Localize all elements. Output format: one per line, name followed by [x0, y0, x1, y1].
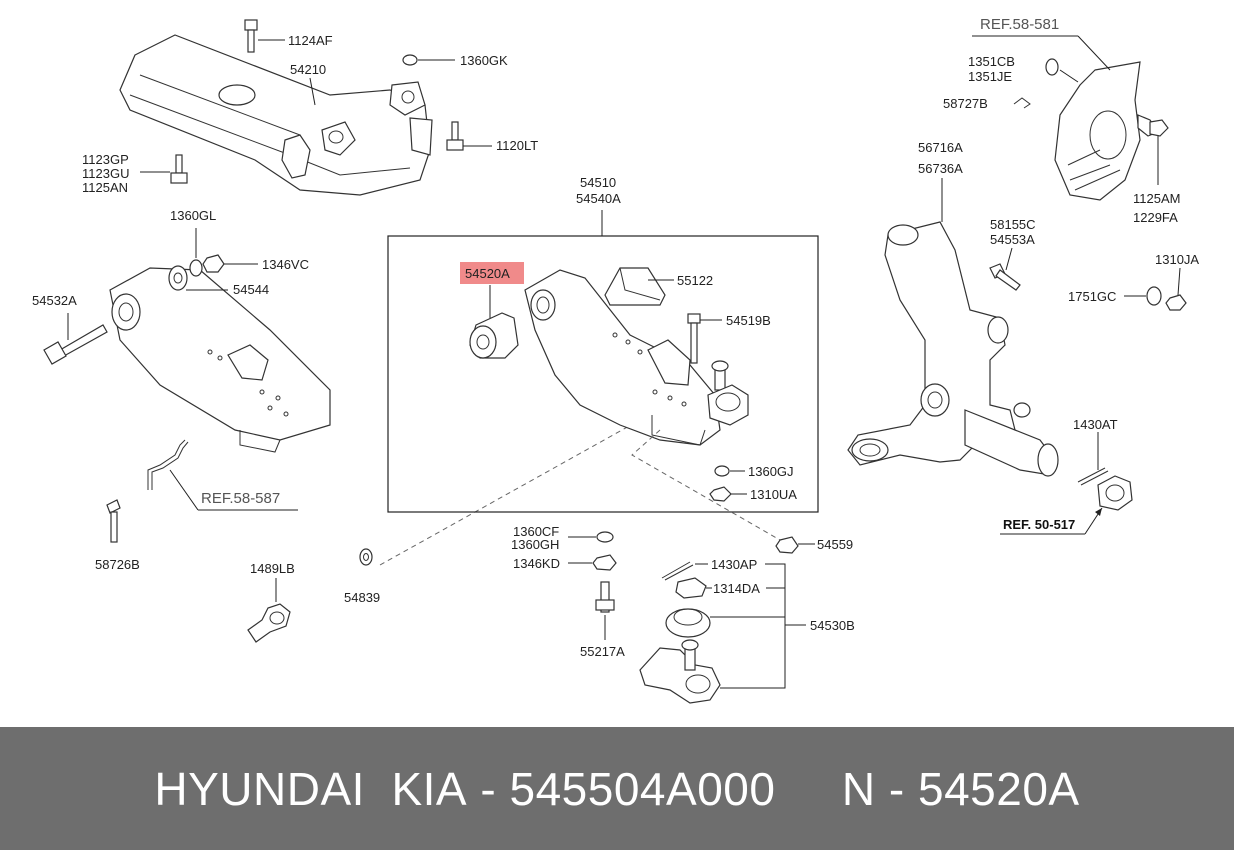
label-54510: 54510	[580, 175, 616, 190]
label-1125AN: 1125AN	[82, 180, 128, 195]
label-1346KD: 1346KD	[513, 556, 560, 571]
castle-nut-50517	[1000, 475, 1133, 535]
label-54553A: 54553A	[990, 232, 1035, 247]
label-1124AF: 1124AF	[288, 33, 333, 48]
footer-part-number: 545504A000	[509, 762, 776, 815]
label-1360GL: 1360GL	[170, 208, 216, 223]
bolt-1124AF	[244, 19, 285, 53]
bumper-55122	[604, 267, 674, 306]
label-55122: 55122	[677, 273, 713, 288]
cotter-pin-1430AP	[661, 561, 708, 581]
label-ref-50-517: REF. 50-517	[1003, 517, 1075, 532]
washer-1360CF	[568, 531, 614, 543]
label-54520A: 54520A	[465, 266, 510, 281]
clip-1489LB	[247, 578, 291, 643]
label-1430AT: 1430AT	[1073, 417, 1118, 432]
footer-separator-2: -	[875, 762, 918, 815]
bushing-54520A	[469, 285, 519, 359]
label-54559: 54559	[817, 537, 853, 552]
footer-bar: HYUNDAI KIA - 545504A000 N - 54520A	[0, 727, 1234, 850]
bolt-1123GP	[140, 154, 188, 184]
label-1751GC: 1751GC	[1068, 289, 1116, 304]
bolt-54519B	[687, 313, 722, 364]
crossmember-54210	[119, 34, 433, 196]
label-54839: 54839	[344, 590, 380, 605]
label-54540A: 54540A	[576, 191, 621, 206]
label-1120LT: 1120LT	[496, 138, 538, 153]
washer-1360GK	[402, 54, 455, 66]
label-1360GK: 1360GK	[460, 53, 508, 68]
washer-54544	[168, 265, 228, 291]
ball-joint-lower	[639, 639, 721, 704]
label-1351CB: 1351CB	[968, 54, 1015, 69]
label-54210: 54210	[290, 62, 326, 77]
nut-1346VC	[202, 254, 258, 273]
label-1346VC: 1346VC	[262, 257, 309, 272]
ball-joint-upper	[707, 360, 749, 426]
label-1310JA: 1310JA	[1155, 252, 1199, 267]
footer-ref-prefix: N	[841, 762, 876, 815]
lower-arm-left	[109, 267, 331, 453]
label-ref-58-581: REF.58-581	[980, 16, 1059, 33]
label-54530B: 54530B	[810, 618, 855, 633]
bolt-58155C	[989, 247, 1021, 291]
label-1123GP: 1123GP	[82, 152, 129, 167]
washer-1360GL	[189, 228, 203, 277]
bolt-54532A	[43, 313, 108, 365]
nut-1346KD	[568, 554, 617, 571]
label-ref-58-587: REF.58-587	[201, 490, 280, 507]
washer-54839	[359, 548, 373, 566]
nut-54559	[775, 536, 815, 554]
highlight-54520A	[460, 262, 524, 284]
bolt-1125AM	[1137, 114, 1169, 185]
label-1351JE: 1351JE	[968, 69, 1012, 84]
label-1229FA: 1229FA	[1133, 210, 1178, 225]
footer-separator: -	[467, 762, 510, 815]
label-55217A: 55217A	[580, 644, 625, 659]
label-54532A: 54532A	[32, 293, 77, 308]
footer-ref-code: 54520A	[917, 762, 1080, 815]
label-1430AP: 1430AP	[711, 557, 757, 572]
dust-shield-58581	[972, 35, 1141, 201]
label-58726B: 58726B	[95, 557, 140, 572]
lower-arm-54540A	[524, 269, 721, 446]
washer-1351CB	[1045, 58, 1079, 83]
assembly-box	[387, 235, 819, 513]
label-1489LB: 1489LB	[250, 561, 295, 576]
nut-1310UA	[709, 486, 747, 502]
label-1310UA: 1310UA	[750, 487, 797, 502]
clip-58727B	[1013, 97, 1031, 109]
label-58727B: 58727B	[943, 96, 988, 111]
bolt-58726B	[106, 499, 121, 543]
cotter-pin-1430AT	[1077, 432, 1109, 486]
sensor-wire-58587	[147, 439, 298, 511]
label-1360GJ: 1360GJ	[748, 464, 794, 479]
label-1360GH: 1360GH	[511, 537, 559, 552]
label-54519B: 54519B	[726, 313, 771, 328]
nut-1310JA	[1165, 267, 1187, 311]
boot-54530B	[665, 608, 711, 638]
bolt-1120LT	[446, 121, 492, 151]
washer-1751GC	[1124, 286, 1162, 306]
label-1125AM: 1125AM	[1133, 191, 1180, 206]
label-54544: 54544	[233, 282, 269, 297]
parts-diagram: 1124AF 1360GK 54210 1120LT 1123GP 1123GU…	[32, 16, 1199, 704]
footer-gap	[775, 762, 841, 816]
label-56716A: 56716A	[918, 140, 963, 155]
footer-brand: HYUNDAI KIA	[154, 762, 468, 815]
washer-1360GJ	[714, 465, 745, 477]
label-1360CF: 1360CF	[513, 524, 559, 539]
label-1314DA: 1314DA	[713, 581, 760, 596]
label-58155C: 58155C	[990, 217, 1036, 232]
diagram-canvas: 1124AF 1360GK 54210 1120LT 1123GP 1123GU…	[32, 16, 1199, 704]
castle-nut-1314DA	[675, 577, 712, 599]
bolt-55217A	[595, 581, 615, 640]
knuckle-56716A	[847, 178, 1059, 477]
label-1123GU: 1123GU	[82, 166, 129, 181]
label-56736A: 56736A	[918, 161, 963, 176]
